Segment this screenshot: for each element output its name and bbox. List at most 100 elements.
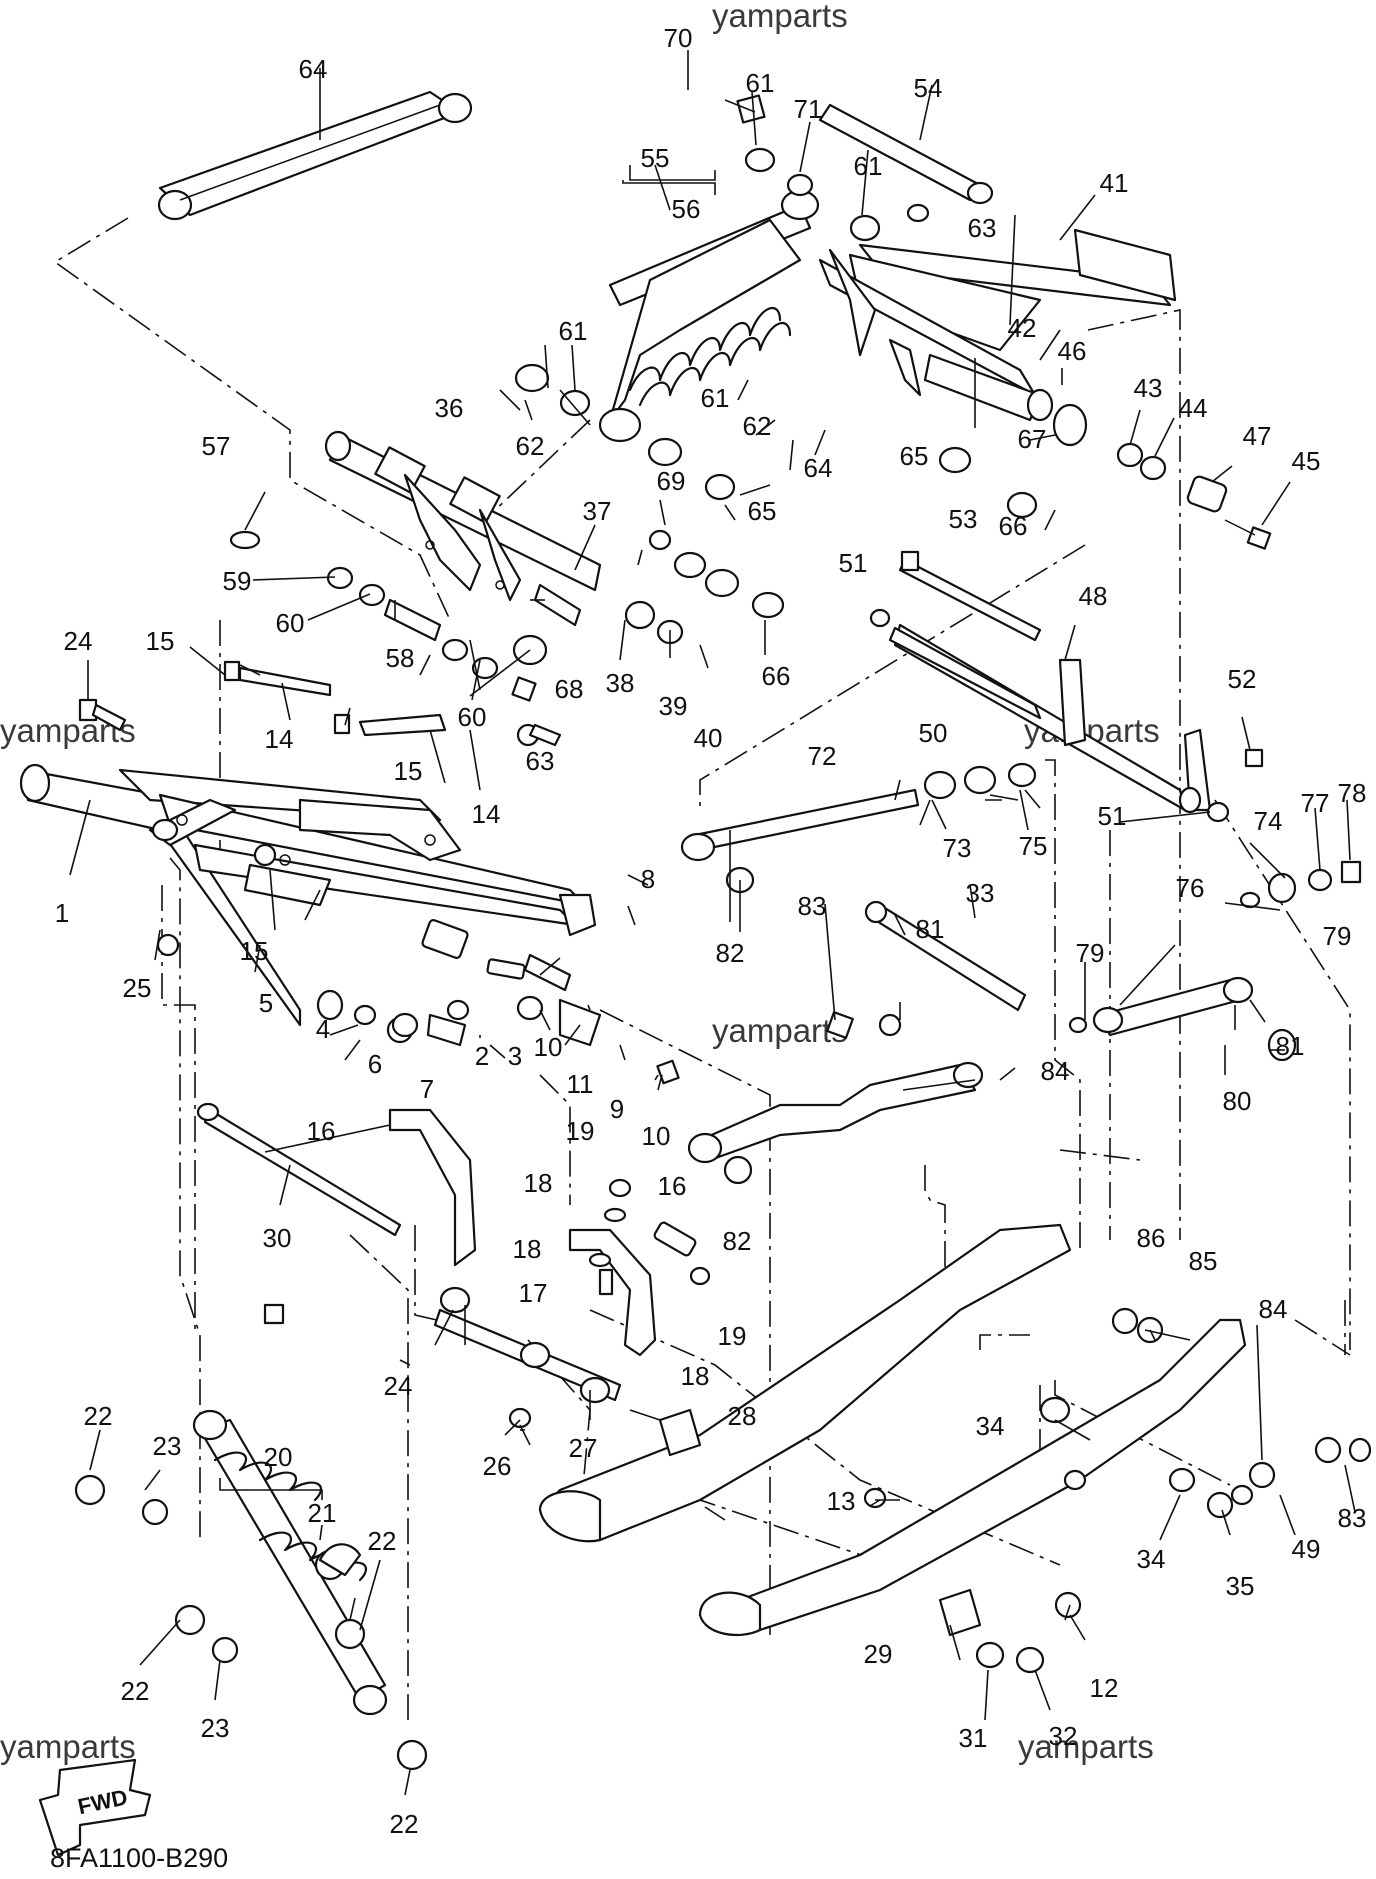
callout-1: 1	[55, 898, 69, 928]
callout-3: 3	[508, 1041, 522, 1071]
part-rail-rear	[698, 1318, 1247, 1637]
callout-60a: 60	[276, 608, 305, 638]
callout-68: 68	[555, 674, 584, 704]
callout-73: 73	[943, 833, 972, 863]
callout-9: 9	[610, 1094, 624, 1124]
callout-39: 39	[659, 691, 688, 721]
callout-86: 86	[1137, 1223, 1166, 1253]
callout-17: 17	[519, 1278, 548, 1308]
callout-64a: 64	[299, 54, 328, 84]
callout-65a: 65	[900, 441, 929, 471]
callout-11: 11	[567, 1069, 594, 1099]
small-parts	[74, 94, 1372, 1771]
callout-14a: 14	[265, 724, 294, 754]
part-50-rod	[888, 626, 1042, 720]
callout-23a: 23	[153, 1431, 182, 1461]
part-rail-front	[538, 1223, 1072, 1543]
part-27-link	[433, 1286, 622, 1404]
callout-61a: 61	[746, 68, 775, 98]
callout-82b: 82	[723, 1226, 752, 1256]
callout-51b: 51	[1098, 801, 1127, 831]
callout-40: 40	[694, 723, 723, 753]
part-1-swingarm	[19, 763, 597, 1027]
callout-23b: 23	[201, 1713, 230, 1743]
callout-34a: 34	[976, 1411, 1005, 1441]
callout-44: 44	[1179, 393, 1208, 423]
diagram-code: 8FA1100-B290	[50, 1843, 228, 1873]
callout-59: 59	[223, 566, 252, 596]
part-53-bolt	[898, 550, 1042, 642]
callout-16b: 16	[658, 1171, 687, 1201]
callout-61d: 61	[701, 383, 730, 413]
callout-85: 85	[1189, 1246, 1218, 1276]
callout-63b: 63	[526, 746, 555, 776]
callout-53: 53	[949, 504, 978, 534]
callout-13: 13	[827, 1486, 856, 1516]
callout-19a: 19	[566, 1116, 595, 1146]
callout-18c: 18	[681, 1361, 710, 1391]
callout-36: 36	[435, 393, 464, 423]
callout-41: 41	[1100, 168, 1129, 198]
callout-15c: 15	[240, 936, 269, 966]
part-16-bracket-left	[388, 1108, 477, 1267]
callout-21: 21	[308, 1498, 337, 1528]
callout-22d: 22	[390, 1809, 419, 1839]
callout-51a: 51	[839, 548, 868, 578]
callout-20: 20	[264, 1442, 293, 1472]
callout-33: 33	[966, 878, 995, 908]
callout-49: 49	[1292, 1534, 1321, 1564]
callout-30: 30	[263, 1223, 292, 1253]
leader-lines	[69, 50, 1356, 1796]
callout-labels: 1 2 3 4 5 6 7 8 9 10 10 11 12 13 14 14 1…	[55, 23, 1367, 1839]
callout-25: 25	[123, 973, 152, 1003]
part-33-rod	[864, 900, 1027, 1012]
callout-79b: 79	[1323, 921, 1352, 951]
callout-69: 69	[657, 466, 686, 496]
callout-76: 76	[1176, 873, 1205, 903]
callout-75: 75	[1019, 831, 1048, 861]
callout-10a: 10	[534, 1032, 563, 1062]
callout-28: 28	[728, 1401, 757, 1431]
callout-38: 38	[606, 668, 635, 698]
callout-62b: 62	[743, 411, 772, 441]
callout-6: 6	[368, 1049, 382, 1079]
callout-77: 77	[1301, 788, 1330, 818]
callout-47: 47	[1243, 421, 1272, 451]
callout-56: 56	[672, 194, 701, 224]
callout-83b: 83	[1338, 1503, 1367, 1533]
callout-46: 46	[1058, 336, 1087, 366]
callout-81a: 81	[916, 914, 945, 944]
part-84-damper	[687, 1061, 984, 1164]
callout-74: 74	[1254, 806, 1283, 836]
callout-63a: 63	[968, 213, 997, 243]
part-30-tie-rod	[196, 1102, 402, 1237]
callout-65b: 65	[748, 496, 777, 526]
callout-24a: 24	[64, 626, 93, 656]
callout-15a: 15	[146, 626, 175, 656]
callout-2: 2	[475, 1041, 489, 1071]
callout-70: 70	[664, 23, 693, 53]
callout-18b: 18	[513, 1234, 542, 1264]
callout-8: 8	[641, 864, 655, 894]
callout-42: 42	[1008, 313, 1037, 343]
callout-4: 4	[316, 1014, 330, 1044]
watermark-bottom-right: yamparts	[1018, 1728, 1154, 1765]
callout-55: 55	[641, 143, 670, 173]
watermark-center: yamparts	[712, 1012, 848, 1049]
callout-60b: 60	[458, 702, 487, 732]
callout-10b: 10	[642, 1121, 671, 1151]
callout-66b: 66	[762, 661, 791, 691]
callout-79a: 79	[1076, 938, 1105, 968]
callout-16a: 16	[307, 1116, 336, 1146]
callout-31: 31	[959, 1723, 988, 1753]
callout-54: 54	[914, 73, 943, 103]
callout-62a: 62	[516, 431, 545, 461]
part-72-rod	[680, 788, 920, 862]
callout-82a: 82	[716, 938, 745, 968]
watermark-bottom-left: yamparts	[0, 1728, 136, 1765]
callout-26: 26	[483, 1451, 512, 1481]
callout-22b: 22	[368, 1526, 397, 1556]
callout-22c: 22	[121, 1676, 150, 1706]
callout-29: 29	[864, 1639, 893, 1669]
